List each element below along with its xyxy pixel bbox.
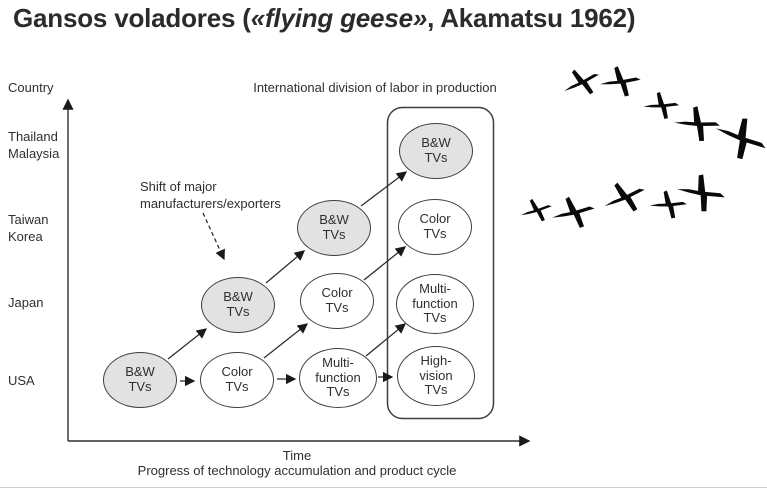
node-bw-tvs-usa: B&W TVs xyxy=(103,352,177,408)
flying-geese-image xyxy=(519,63,767,229)
goose-icon xyxy=(708,107,767,168)
y-axis-label: Country xyxy=(8,80,54,95)
title-italic: «flying geese» xyxy=(250,3,428,33)
goose-icon xyxy=(551,195,596,229)
goose-icon xyxy=(671,101,724,146)
node-bw-tvs-taiwan-korea: B&W TVs xyxy=(297,200,371,256)
node-bw-tvs-japan: B&W TVs xyxy=(201,277,275,333)
axes xyxy=(62,98,531,447)
annotation-dashed-arrow xyxy=(202,212,225,261)
row-label-japan: Japan xyxy=(8,295,44,310)
x-axis-label: Time xyxy=(282,448,312,463)
goose-icon xyxy=(559,63,604,101)
goose-icon xyxy=(519,196,554,224)
slide-bottom-divider xyxy=(0,487,767,488)
node-multifunction-tvs-japan: Multi- function TVs xyxy=(396,274,474,334)
shift-arrows xyxy=(167,171,408,387)
arrow-bw-japan-to-taiwan xyxy=(265,250,305,284)
node-highvision-tvs-usa: High- vision TVs xyxy=(397,346,475,406)
arrow-color-usa-to-japan xyxy=(263,323,309,359)
node-multifunction-tvs-japan-col: Multi- function TVs xyxy=(299,348,377,408)
goose-icon xyxy=(599,65,642,98)
title-prefix: Gansos voladores ( xyxy=(13,3,251,33)
arrow-bw-usa-to-japan xyxy=(167,328,208,360)
goose-icon xyxy=(600,177,649,218)
node-color-tvs-usa: Color TVs xyxy=(200,352,274,408)
goose-icon xyxy=(641,89,681,121)
arrow-color-japan-to-taiwan xyxy=(363,246,407,281)
row-label-taiwan-korea: Taiwan Korea xyxy=(8,212,49,244)
goose-icon xyxy=(648,188,689,221)
node-color-tvs-japan: Color TVs xyxy=(300,273,374,329)
row-label-usa: USA xyxy=(8,373,35,388)
shift-annotation: Shift of major manufacturers/exporters xyxy=(140,179,281,211)
goose-icon xyxy=(672,167,730,218)
top-label: International division of labor in produ… xyxy=(253,80,497,95)
node-color-tvs-taiwan-korea: Color TVs xyxy=(398,199,472,255)
node-bw-tvs-thailand-malaysia: B&W TVs xyxy=(399,123,473,179)
division-of-labor-box xyxy=(386,106,495,420)
row-label-thailand-malaysia: Thailand Malaysia xyxy=(8,129,60,161)
slide-title: Gansos voladores («flying geese», Akamat… xyxy=(13,3,636,34)
arrow-multifunction-usa-to-japan xyxy=(365,323,407,357)
title-suffix: , Akamatsu 1962) xyxy=(427,3,636,33)
arrow-bw-taiwan-to-thailand xyxy=(360,171,408,207)
x-axis-caption: Progress of technology accumulation and … xyxy=(137,463,457,478)
